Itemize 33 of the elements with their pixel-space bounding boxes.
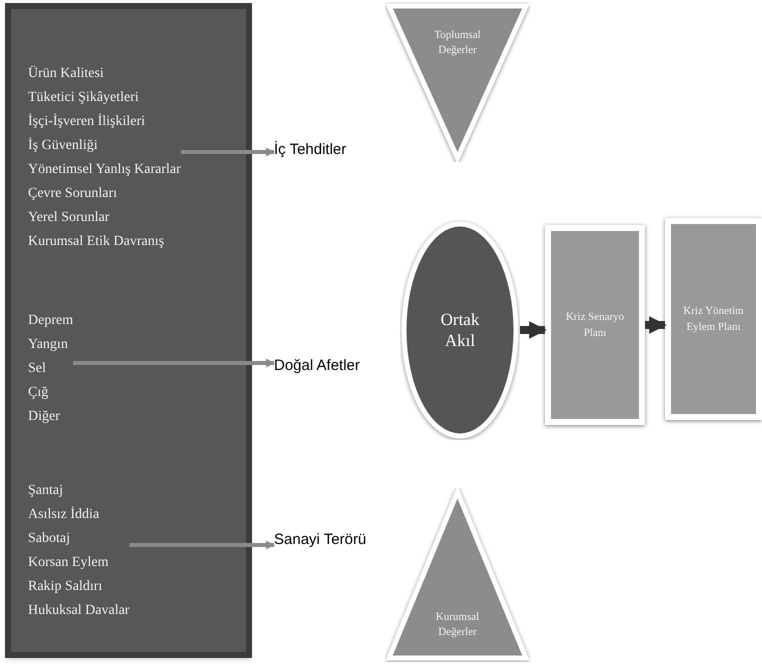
list-item: Şantaj <box>28 482 64 500</box>
box-label: Kriz Yönetim Eylem Planı <box>682 304 745 335</box>
ellipse-label: Ortak Akıl <box>440 309 480 351</box>
list-item: Asılsız İddia <box>28 506 100 524</box>
shape-label: Kurumsal Değerler <box>434 610 480 640</box>
list-item: İşçi-İşveren İlişkileri <box>28 112 146 131</box>
category-label: Sanayi Terörü <box>274 530 366 550</box>
list-item: Tüketici Şikâyetleri <box>28 89 140 107</box>
list-item: Çığ <box>28 384 50 402</box>
list-panel <box>5 3 252 658</box>
arrow <box>180 148 275 156</box>
arrow <box>73 358 275 368</box>
arrow <box>520 321 547 339</box>
list-item: Rakip Saldırı <box>28 578 104 596</box>
shape-label: Toplumsal Değerler <box>433 28 482 58</box>
list-item: İş Güvenliği <box>28 136 99 155</box>
list-item: Sabotaj <box>28 530 71 548</box>
list-item: Çevre Sorunları <box>28 185 118 203</box>
list-item: Ürün Kalitesi <box>28 64 105 83</box>
category-label: İç Tehditler <box>274 140 346 160</box>
list-item: Yönetimsel Yanlış Kararlar <box>28 161 181 179</box>
list-item: Hukuksal Davalar <box>28 602 130 620</box>
list-item: Yangın <box>28 336 69 354</box>
list-item: Deprem <box>28 312 74 330</box>
list-item: Sel <box>28 360 47 378</box>
arrow <box>645 316 667 334</box>
list-item: Kurumsal Etik Davranış <box>28 233 166 251</box>
list-item: Korsan Eylem <box>28 554 110 572</box>
list-item: Diğer <box>28 408 61 426</box>
arrow <box>129 540 275 550</box>
list-item: Yerel Sorunlar <box>28 209 110 227</box>
category-label: Doğal Afetler <box>274 356 360 376</box>
box-label: Kriz Senaryo Planı <box>564 310 626 341</box>
